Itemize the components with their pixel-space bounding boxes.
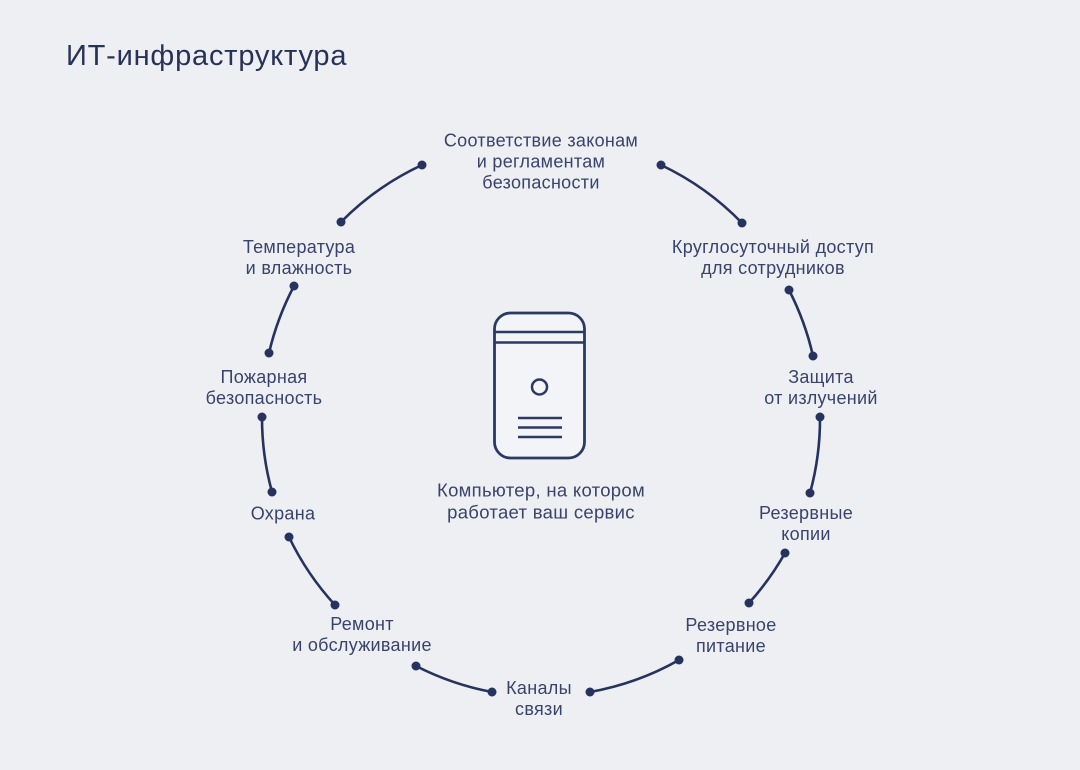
circle-arc [659,163,744,225]
node-label-compliance: Соответствие законам и регламентам безоп… [443,130,639,193]
circle-arc [414,664,494,694]
node-label-radiation-protection: Защита от излучений [764,367,878,408]
node-label-backup-power: Резервное питание [685,615,777,656]
circle-arc [747,551,787,605]
circle-arc [267,284,296,355]
node-label-temperature-humidity: Температура и влажность [242,237,356,278]
circle-arc [287,535,337,607]
arc-endpoint-dots [257,160,825,697]
node-label-round-the-clock-access: Круглосуточный доступ для сотрудников [671,237,875,278]
node-label-repair-maintenance: Ремонт и обслуживание [292,614,432,655]
circle-arc [808,415,822,495]
center-caption: Компьютер, на котором работает ваш серви… [436,479,646,523]
circle-arc [588,658,681,694]
node-label-security-guard: Охрана [250,503,316,524]
page-title: ИТ-инфраструктура [66,40,348,72]
node-label-fire-safety: Пожарная безопасность [205,367,323,408]
circle-arc [339,163,424,224]
circle-arc [787,288,815,358]
server-tower-icon [493,311,586,460]
circle-arc [260,415,274,494]
node-label-backup-copies: Резервные копии [758,503,854,544]
node-label-communication-channels: Каналы связи [506,678,572,719]
